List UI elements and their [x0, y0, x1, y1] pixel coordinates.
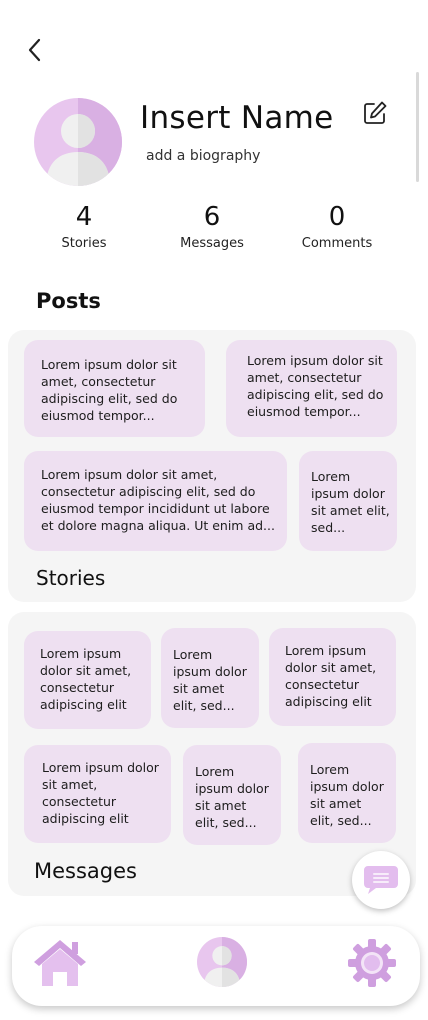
message-card[interactable]: Lorem ipsum dolor sit amet, consectetur … — [24, 631, 151, 729]
section-label-stories: Stories — [36, 566, 106, 590]
chat-button[interactable] — [352, 851, 410, 909]
section-label-messages: Messages — [34, 859, 137, 883]
chevron-left-icon — [28, 38, 41, 62]
profile-bio[interactable]: add a biography — [146, 148, 261, 164]
messages-panel: Lorem ipsum dolor sit amet, consectetur … — [8, 612, 416, 896]
profile-name: Insert Name — [140, 100, 334, 136]
stat-value: 0 — [328, 202, 346, 232]
story-card[interactable]: Lorem ipsum dolor sit amet, consectetur … — [226, 340, 397, 437]
story-card[interactable]: Lorem ipsum dolor sit amet, consectetur … — [24, 451, 287, 551]
avatar[interactable] — [34, 98, 122, 186]
back-button[interactable] — [22, 34, 50, 66]
stat-label: Comments — [301, 236, 373, 251]
message-card[interactable]: Lorem ipsum dolor sit amet elit, sed... — [161, 628, 259, 728]
message-card[interactable]: Lorem ipsum dolor sit amet elit, sed... — [298, 743, 396, 843]
message-card[interactable]: Lorem ipsum dolor sit amet elit, sed... — [183, 745, 281, 845]
scrollbar[interactable] — [416, 72, 419, 182]
nav-home-button[interactable] — [32, 936, 88, 988]
message-card[interactable]: Lorem ipsum dolor sit amet, consectetur … — [24, 745, 171, 843]
story-card[interactable]: Lorem ipsum dolor sit amet, consectetur … — [24, 340, 205, 437]
stat-messages[interactable]: 6 Messages — [157, 202, 267, 251]
user-icon — [34, 98, 122, 186]
stat-label: Messages — [180, 236, 244, 251]
stat-label: Stories — [61, 236, 107, 251]
edit-icon — [364, 101, 387, 124]
edit-profile-button[interactable] — [362, 100, 388, 126]
nav-profile-button[interactable] — [197, 937, 247, 987]
story-card[interactable]: Lorem ipsum dolor sit amet elit, sed... — [299, 451, 397, 551]
stat-stories[interactable]: 4 Stories — [29, 202, 139, 251]
gear-icon — [348, 939, 396, 987]
stories-panel: Lorem ipsum dolor sit amet, consectetur … — [8, 330, 416, 602]
bottom-nav — [12, 926, 420, 1006]
stat-comments[interactable]: 0 Comments — [282, 202, 392, 251]
stat-value: 4 — [75, 202, 93, 232]
section-title-posts: Posts — [36, 289, 101, 313]
chat-bubble-icon — [364, 866, 398, 894]
stat-value: 6 — [203, 202, 221, 232]
home-icon — [34, 940, 86, 986]
nav-settings-button[interactable] — [347, 938, 397, 988]
message-card[interactable]: Lorem ipsum dolor sit amet, consectetur … — [269, 628, 396, 726]
user-icon — [197, 937, 247, 987]
